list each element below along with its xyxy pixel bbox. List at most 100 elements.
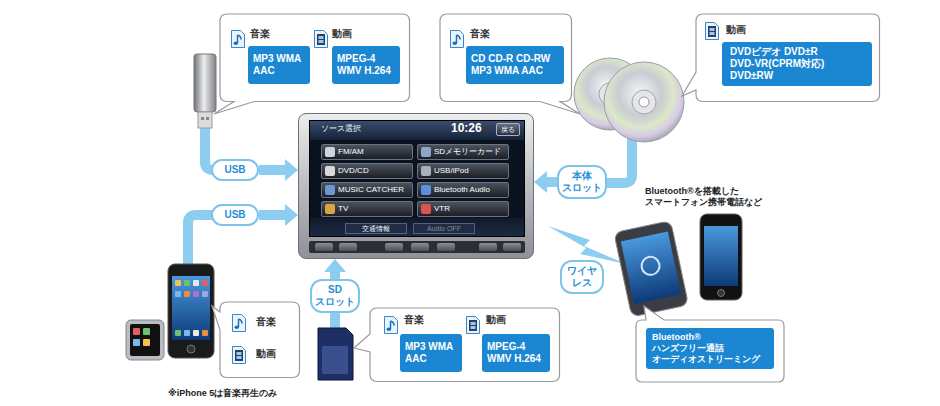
note-stem	[238, 35, 242, 43]
hard-key	[479, 243, 497, 251]
iphone-screen	[704, 226, 738, 286]
film-frame	[710, 32, 715, 35]
node-text: DVD/CD	[338, 166, 369, 176]
app-icon	[133, 339, 140, 346]
bubble-outline	[220, 302, 300, 378]
hard-key	[411, 243, 429, 251]
usb-plug-hole	[201, 117, 204, 120]
node-text: 動画	[256, 348, 276, 360]
note-stem	[391, 321, 395, 329]
screen-graphic	[640, 255, 661, 276]
node-text: 動画	[726, 24, 746, 36]
callout-bubble: 音楽動画	[220, 302, 300, 378]
ipod-screen	[130, 324, 160, 356]
node-text: USB	[224, 209, 245, 221]
node-text: TV	[338, 204, 348, 214]
connection-tag: USB	[211, 204, 259, 226]
bubble-shape	[354, 308, 560, 382]
film-frame	[710, 28, 715, 31]
bubble-shape	[214, 14, 410, 114]
film-frame	[237, 352, 242, 355]
icon-frame	[385, 317, 398, 334]
menu-icon	[421, 204, 431, 214]
sd-card	[318, 328, 353, 380]
film-frame	[471, 322, 476, 325]
music-icon	[450, 30, 464, 48]
node-text: 10:26	[451, 121, 482, 135]
connector-line	[259, 165, 286, 175]
video-icon	[232, 346, 246, 364]
connection-tag: SD スロット	[310, 279, 360, 313]
node-text: 音楽	[404, 314, 424, 326]
node-text: MUSIC CATCHER	[338, 185, 404, 195]
node-text: ワイヤ レス	[563, 265, 601, 289]
callout-bubble: 動画DVDビデオ DVD±R DVD-VR(CPRM対応) DVD±RW	[696, 14, 880, 102]
app-icon	[184, 280, 190, 286]
node-text: MP3 WMA AAC	[405, 341, 457, 365]
film-strip	[469, 320, 477, 331]
app-icon	[193, 291, 199, 297]
callout-bubble: 音楽動画MP3 WMA AACMPEG-4 WMV H.264	[220, 14, 410, 102]
screen-button: 交通情報	[345, 223, 407, 234]
smartphone-body	[614, 221, 689, 317]
disc-hub	[632, 90, 656, 114]
connection-tag: 本体 スロット	[557, 165, 607, 199]
app-icon	[202, 330, 208, 336]
menu-button: USB/iPod	[417, 163, 509, 179]
note-label: ※iPhone 5は音楽再生のみ	[168, 388, 277, 399]
node-text: MPEG-4 WMV H.264	[337, 53, 395, 77]
note-stem	[239, 319, 243, 327]
smartphone	[614, 221, 689, 317]
music-icon	[231, 30, 245, 48]
film-strip	[708, 26, 716, 37]
connector-line	[330, 271, 340, 279]
menu-icon	[325, 166, 335, 176]
icon-frame	[467, 317, 480, 334]
app-icon	[175, 280, 181, 286]
arrow-head	[324, 259, 346, 272]
node-text: 戻る	[501, 125, 515, 134]
menu-icon	[421, 166, 431, 176]
connection-tag: ワイヤ レス	[560, 260, 604, 294]
format-box: CD CD-R CD-RW MP3 WMA AAC	[466, 46, 564, 84]
menu-button: FM/AM	[321, 144, 413, 160]
icon-frame	[315, 31, 328, 48]
usb-plug	[198, 112, 212, 128]
app-icon	[175, 330, 181, 336]
app-icon	[143, 328, 150, 335]
menu-button: MUSIC CATCHER	[321, 182, 413, 198]
node-text: ソース選択	[321, 124, 361, 134]
arrow-head	[285, 159, 298, 181]
node-text: Audio OFF	[427, 224, 461, 233]
screen-button: Audio OFF	[413, 223, 475, 234]
sd-card-label	[322, 346, 348, 374]
node-text: USB/iPod	[434, 166, 469, 176]
iphone-screen	[172, 276, 210, 340]
app-icon	[193, 280, 199, 286]
smartphone-screen	[621, 232, 681, 305]
wireless-bolt	[548, 226, 626, 264]
menu-button: Bluetooth Audio	[417, 182, 509, 198]
node-text: USB	[224, 164, 245, 176]
menu-button: TV	[321, 201, 413, 217]
iphone	[168, 264, 214, 358]
icon-frame	[233, 315, 246, 332]
node-text: 音楽	[256, 316, 276, 328]
bubble-shape	[212, 302, 300, 378]
usb-plug-hole	[206, 117, 209, 120]
app-icon	[175, 291, 181, 297]
connection-tag: USB	[211, 159, 259, 181]
node-text: SDメモリーカード	[434, 147, 501, 157]
note-label: Bluetooth®を搭載した スマートフォン携帯電話など	[645, 186, 769, 208]
node-text: 音楽	[250, 28, 270, 40]
callout-bubble: 音楽CD CD-R CD-RW MP3 WMA AAC	[440, 14, 572, 102]
node-text: Bluetooth Audio	[434, 185, 490, 195]
hard-key	[315, 243, 333, 251]
menu-icon	[325, 185, 335, 195]
app-icon	[133, 328, 140, 335]
film-strip	[317, 34, 325, 45]
format-box: Bluetooth® ハンズフリー通話 オーディオストリーミング	[646, 328, 774, 369]
bubble-shape	[682, 14, 880, 102]
disc	[604, 62, 684, 142]
app-icon	[184, 330, 190, 336]
